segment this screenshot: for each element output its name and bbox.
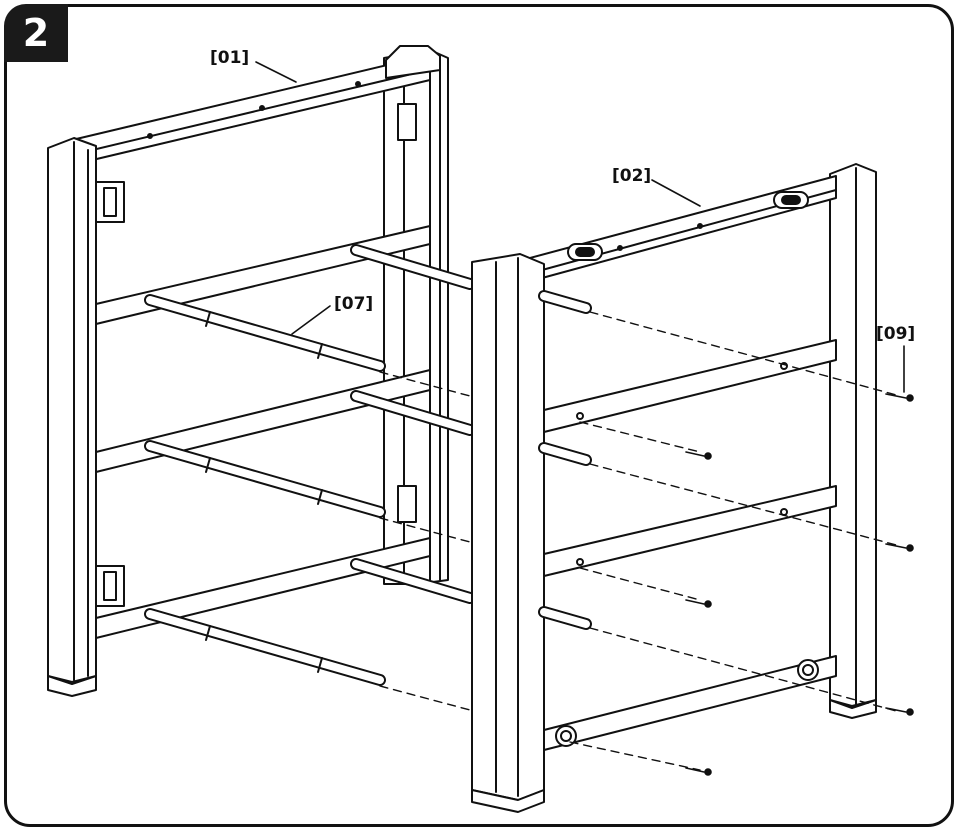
part-label-02: [02] xyxy=(612,166,652,186)
left-frame-01 xyxy=(47,45,476,697)
step-number-badge: 2 xyxy=(4,4,68,62)
right-frame-02 xyxy=(471,163,877,813)
screws-09 xyxy=(685,393,914,776)
part-label-01: [01] xyxy=(210,48,250,68)
rods-07 xyxy=(144,244,476,686)
part-label-09: [09] xyxy=(876,324,916,344)
step-number: 2 xyxy=(22,11,50,55)
leader-lines xyxy=(255,61,905,393)
alignment-lines xyxy=(379,311,901,771)
part-label-07: [07] xyxy=(334,294,374,314)
